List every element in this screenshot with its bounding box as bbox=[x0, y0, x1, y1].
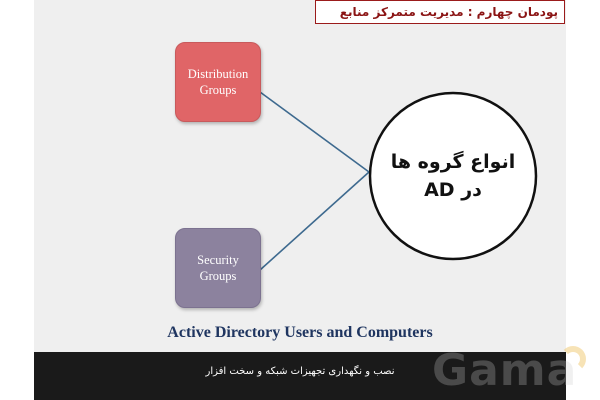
distribution-groups-node: Distribution Groups bbox=[175, 42, 261, 122]
distribution-groups-label-line1: Distribution bbox=[187, 67, 249, 81]
footer-text: نصب و نگهداری تجهیزات شبکه و سخت افزار bbox=[205, 366, 395, 377]
chapter-header: پودمان چهارم : مدیریت متمرکز منابع bbox=[315, 0, 565, 24]
center-label-line1: انواع گروه ها bbox=[390, 151, 516, 173]
security-groups-node: Security Groups bbox=[175, 228, 261, 308]
gama-logo: Gama bbox=[432, 345, 578, 396]
security-groups-label-line1: Security bbox=[197, 253, 239, 267]
edge-distribution-to-center bbox=[259, 91, 370, 173]
center-label-line2: در AD bbox=[424, 179, 482, 201]
logo-swoosh-icon bbox=[560, 346, 586, 372]
center-label: انواع گروه ها در AD bbox=[369, 92, 537, 260]
slide-caption: Active Directory Users and Computers bbox=[167, 324, 433, 341]
security-groups-label-line2: Groups bbox=[199, 269, 237, 283]
distribution-groups-label-line2: Groups bbox=[199, 83, 237, 97]
edge-security-to-center bbox=[259, 171, 370, 271]
footer-bar bbox=[34, 352, 566, 400]
center-circle bbox=[368, 91, 538, 261]
chapter-title: پودمان چهارم : مدیریت متمرکز منابع bbox=[339, 5, 558, 19]
